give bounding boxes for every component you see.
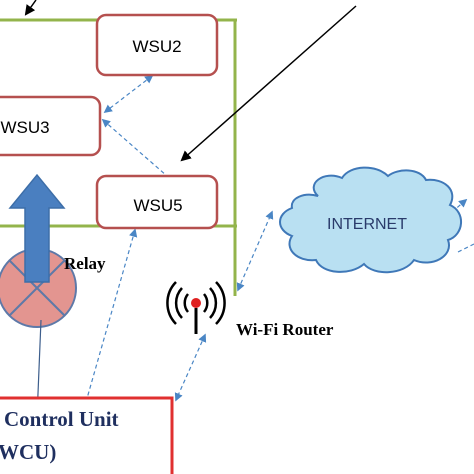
wsu2-node: WSU2 (95, 13, 219, 77)
link-internet-right-low (457, 243, 474, 253)
wsu3-label: WSU3 (0, 118, 49, 137)
internet-label: INTERNET (327, 216, 407, 233)
link-wsu3-wsu5 (101, 118, 177, 185)
control-unit-label-line1: Control Unit (4, 407, 119, 431)
wsu5-node: WSU5 (95, 174, 219, 230)
up-arrow-icon (8, 173, 66, 283)
control-unit-node: Control Unit WCU) (0, 396, 174, 474)
link-router-internet (236, 210, 274, 292)
pointer-arrow-top-left (24, 0, 37, 16)
link-wsu2-wsu3 (103, 74, 154, 114)
wifi-router-icon (166, 281, 226, 334)
cloud-icon (279, 166, 462, 274)
relay-icon (0, 248, 77, 328)
wifi-router-label: Wi-Fi Router (236, 320, 334, 339)
relay-label: Relay (64, 254, 106, 273)
wsu2-label: WSU2 (132, 37, 181, 56)
wsu3-node: WSU3 (0, 95, 102, 157)
pointer-arrows (24, 0, 357, 162)
wsu5-label: WSU5 (133, 196, 182, 215)
pointer-arrow-wsu5 (180, 5, 357, 162)
link-router-cu (174, 333, 207, 402)
control-unit-label-line2: WCU) (0, 440, 56, 464)
